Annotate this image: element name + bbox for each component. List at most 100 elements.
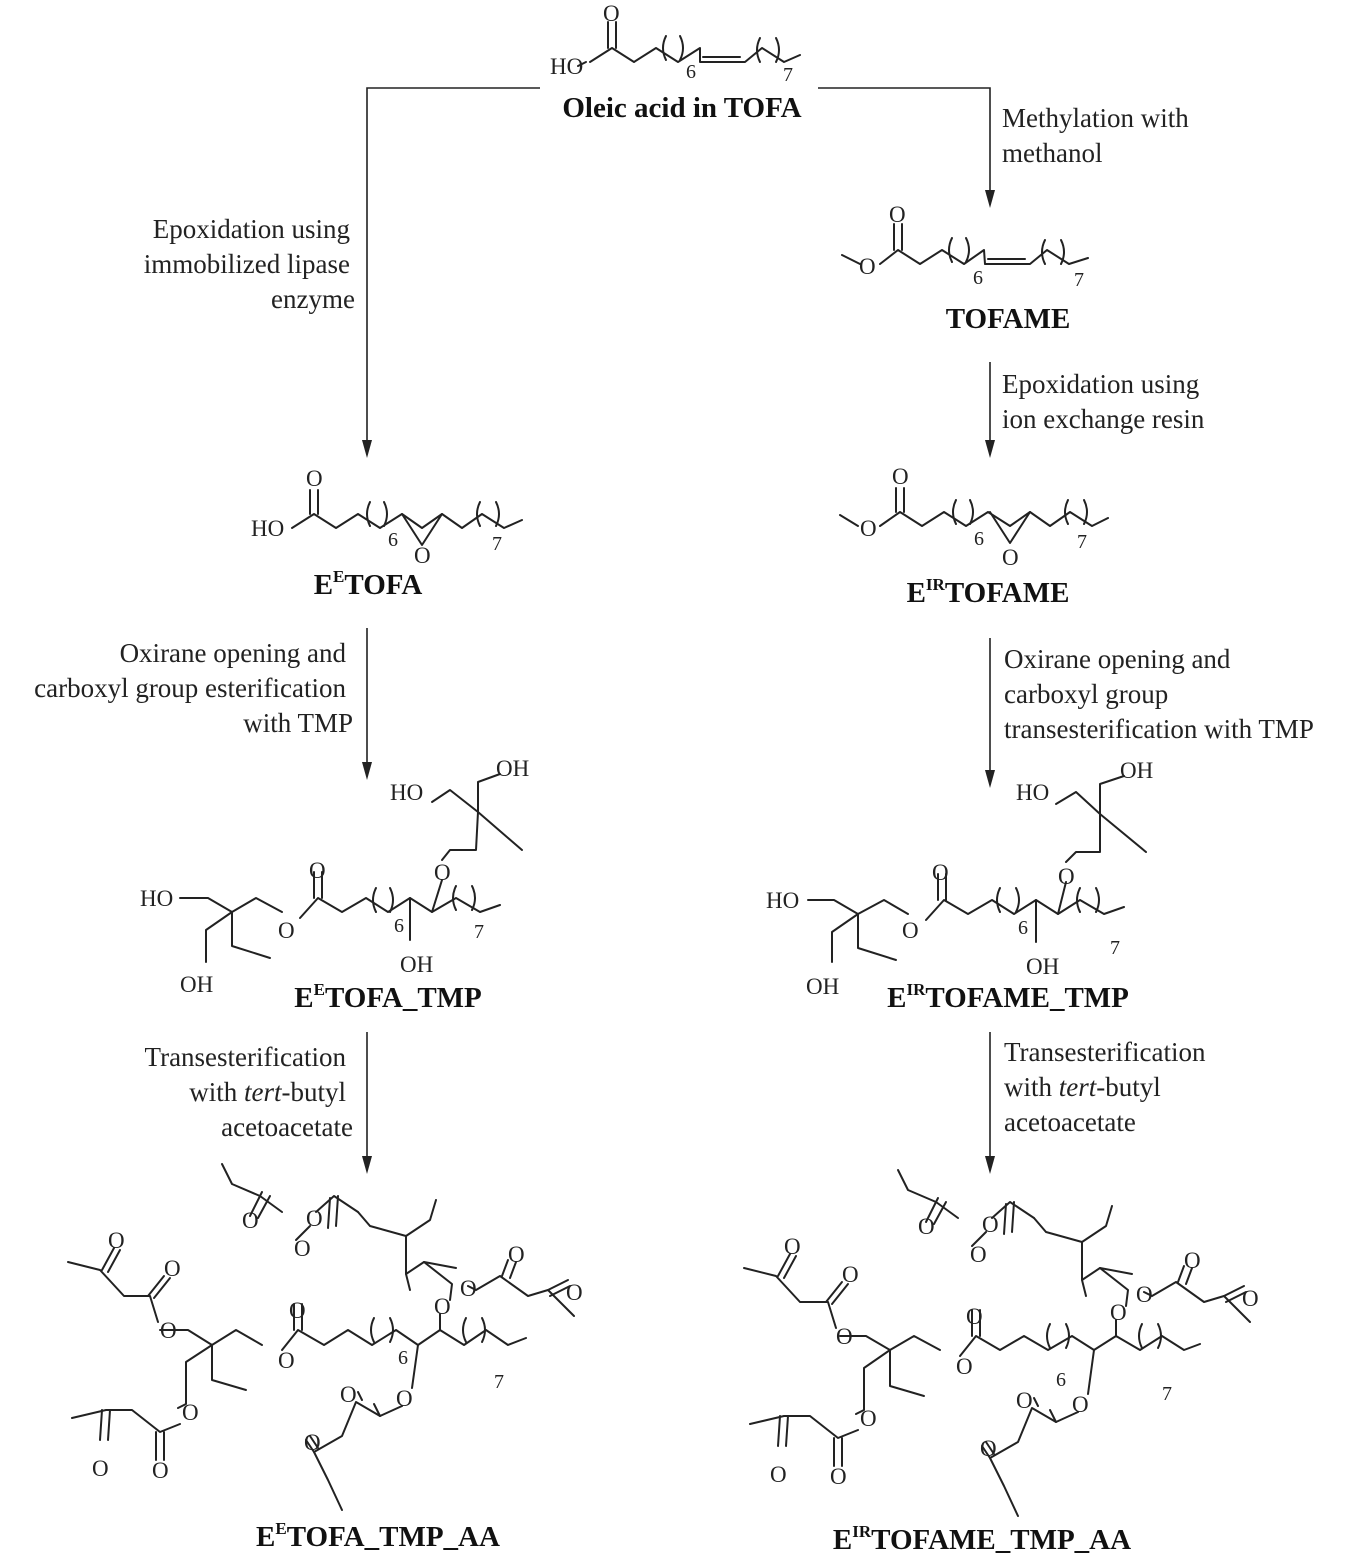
chemical-bond [897, 1169, 959, 1219]
atom-label: O [108, 1228, 125, 1253]
chemical-bond [366, 501, 371, 527]
chemical-bond [825, 1281, 849, 1305]
chemical-bond [679, 35, 684, 61]
step-label-line: Epoxidation using [153, 214, 350, 244]
atom-label: O [889, 202, 906, 227]
chemical-bond [589, 47, 801, 63]
chemical-bond [389, 887, 394, 913]
step-label-line: with tert-butyl [1004, 1072, 1161, 1102]
atom-label: O [1184, 1248, 1201, 1273]
chemical-bond [99, 1409, 111, 1441]
atom-label: O [278, 918, 295, 943]
repeat-count-label: 6 [1018, 917, 1028, 939]
chemical-bond [477, 773, 501, 813]
chemical-bond [925, 1197, 947, 1225]
repeat-count-label: 7 [474, 921, 484, 943]
chemical-bond [211, 1344, 247, 1391]
compound-name-etofame-tmp-aa: EIRTOFAME_TMP_AA [833, 1522, 1131, 1556]
repeat-count-label: 6 [388, 529, 398, 551]
repeat-count-label: 7 [492, 533, 502, 555]
atom-label: O [182, 1400, 199, 1425]
step-label-line: Oxirane opening and [120, 638, 347, 668]
atom-label: O [164, 1256, 181, 1281]
atom-label: O [892, 464, 909, 489]
atom-label: O [860, 516, 877, 541]
chemical-bond [777, 1415, 789, 1447]
chemical-bond [159, 1329, 527, 1351]
step-transesterification-right: Transesterification with tert-butyl acet… [1004, 1037, 1206, 1137]
repeat-count-label: 6 [973, 267, 983, 289]
atom-label: O [1136, 1282, 1153, 1307]
chemical-bond [1055, 791, 1101, 815]
text-span: TOFA_TMP_AA [287, 1521, 500, 1553]
chemical-bond [857, 913, 897, 961]
structure-oleic-acid: O HO 6 7 [550, 1, 801, 86]
atom-label: O [340, 1382, 357, 1407]
atom-label: O [980, 1436, 997, 1461]
chemical-bond [839, 511, 1109, 527]
chemical-bond [101, 1247, 121, 1273]
text-span: with [189, 1077, 244, 1107]
chemical-bond [831, 913, 859, 963]
chemical-bond [357, 1211, 407, 1237]
repeat-count-label: 7 [494, 1371, 504, 1393]
step-label-line: Oxirane opening and [1004, 644, 1231, 674]
step-label-line: methanol [1002, 138, 1102, 168]
chemical-bond [452, 885, 457, 911]
chemical-bond [662, 35, 667, 61]
step-epoxidation-resin: Epoxidation using ion exchange resin [1002, 369, 1205, 434]
atom-label: O [1002, 545, 1019, 570]
text-span: IR [852, 1522, 872, 1541]
atom-label: HO [390, 780, 423, 805]
atom-label: O [160, 1318, 177, 1343]
atom-label: O [306, 1206, 323, 1231]
chemical-bond [1015, 887, 1020, 913]
text-span: tert [1059, 1072, 1098, 1102]
chemical-bond [231, 911, 271, 959]
repeat-count-label: 6 [974, 528, 984, 550]
arrow-head-etofa-aa [362, 1156, 372, 1174]
structure-etofa: O HO O 6 7 [251, 466, 523, 568]
repeat-count-label: 7 [1077, 531, 1087, 553]
text-span: E [314, 980, 325, 999]
text-span: IR [926, 575, 946, 594]
chemical-bond [405, 1273, 411, 1291]
structure-etofame: O O O 6 7 [839, 464, 1109, 570]
chemical-bond [1138, 1323, 1143, 1349]
chemical-bond [989, 1349, 1095, 1517]
chemical-bond [1065, 813, 1147, 863]
text-span: E [887, 982, 906, 1014]
chemical-bond [971, 1309, 981, 1337]
compound-name-oleic-acid: Oleic acid in TOFA [562, 92, 801, 124]
repeat-count-label: 6 [394, 915, 404, 937]
text-span: E [833, 1524, 852, 1556]
atom-label: O [859, 254, 876, 279]
chemical-bond [471, 885, 476, 911]
chemical-bond [937, 873, 947, 901]
atom-label: O [304, 1430, 321, 1455]
repeat-count-label: 7 [1162, 1383, 1172, 1405]
chemical-bond [291, 513, 523, 529]
chemical-bond [441, 811, 523, 861]
chemical-bond [293, 1303, 303, 1331]
chemical-bond [1033, 1397, 1057, 1423]
chemical-bond [401, 513, 443, 546]
step-label-line: ion exchange resin [1002, 404, 1205, 434]
chemical-bond [495, 501, 500, 527]
chemical-bond [855, 1349, 891, 1415]
chemical-bond [1157, 1323, 1162, 1349]
compound-name-etofame-tmp: EIRTOFAME_TMP [887, 980, 1129, 1014]
chemical-bond [952, 499, 957, 525]
step-label-line: enzyme [271, 284, 355, 314]
atom-label: O [414, 543, 431, 568]
step-oxirane-right: Oxirane opening and carboxyl group trans… [1004, 644, 1314, 744]
chemical-bond [295, 1195, 359, 1241]
atom-label: O [982, 1212, 999, 1237]
atom-label: O [566, 1280, 583, 1305]
compound-name-etofa-tmp: EETOFA_TMP [294, 980, 482, 1014]
arrow-head-etofame-tmp [985, 770, 995, 788]
step-label-line: transesterification with TMP [1004, 714, 1314, 744]
chemical-bond [309, 489, 319, 515]
chemical-bond [1064, 499, 1069, 525]
